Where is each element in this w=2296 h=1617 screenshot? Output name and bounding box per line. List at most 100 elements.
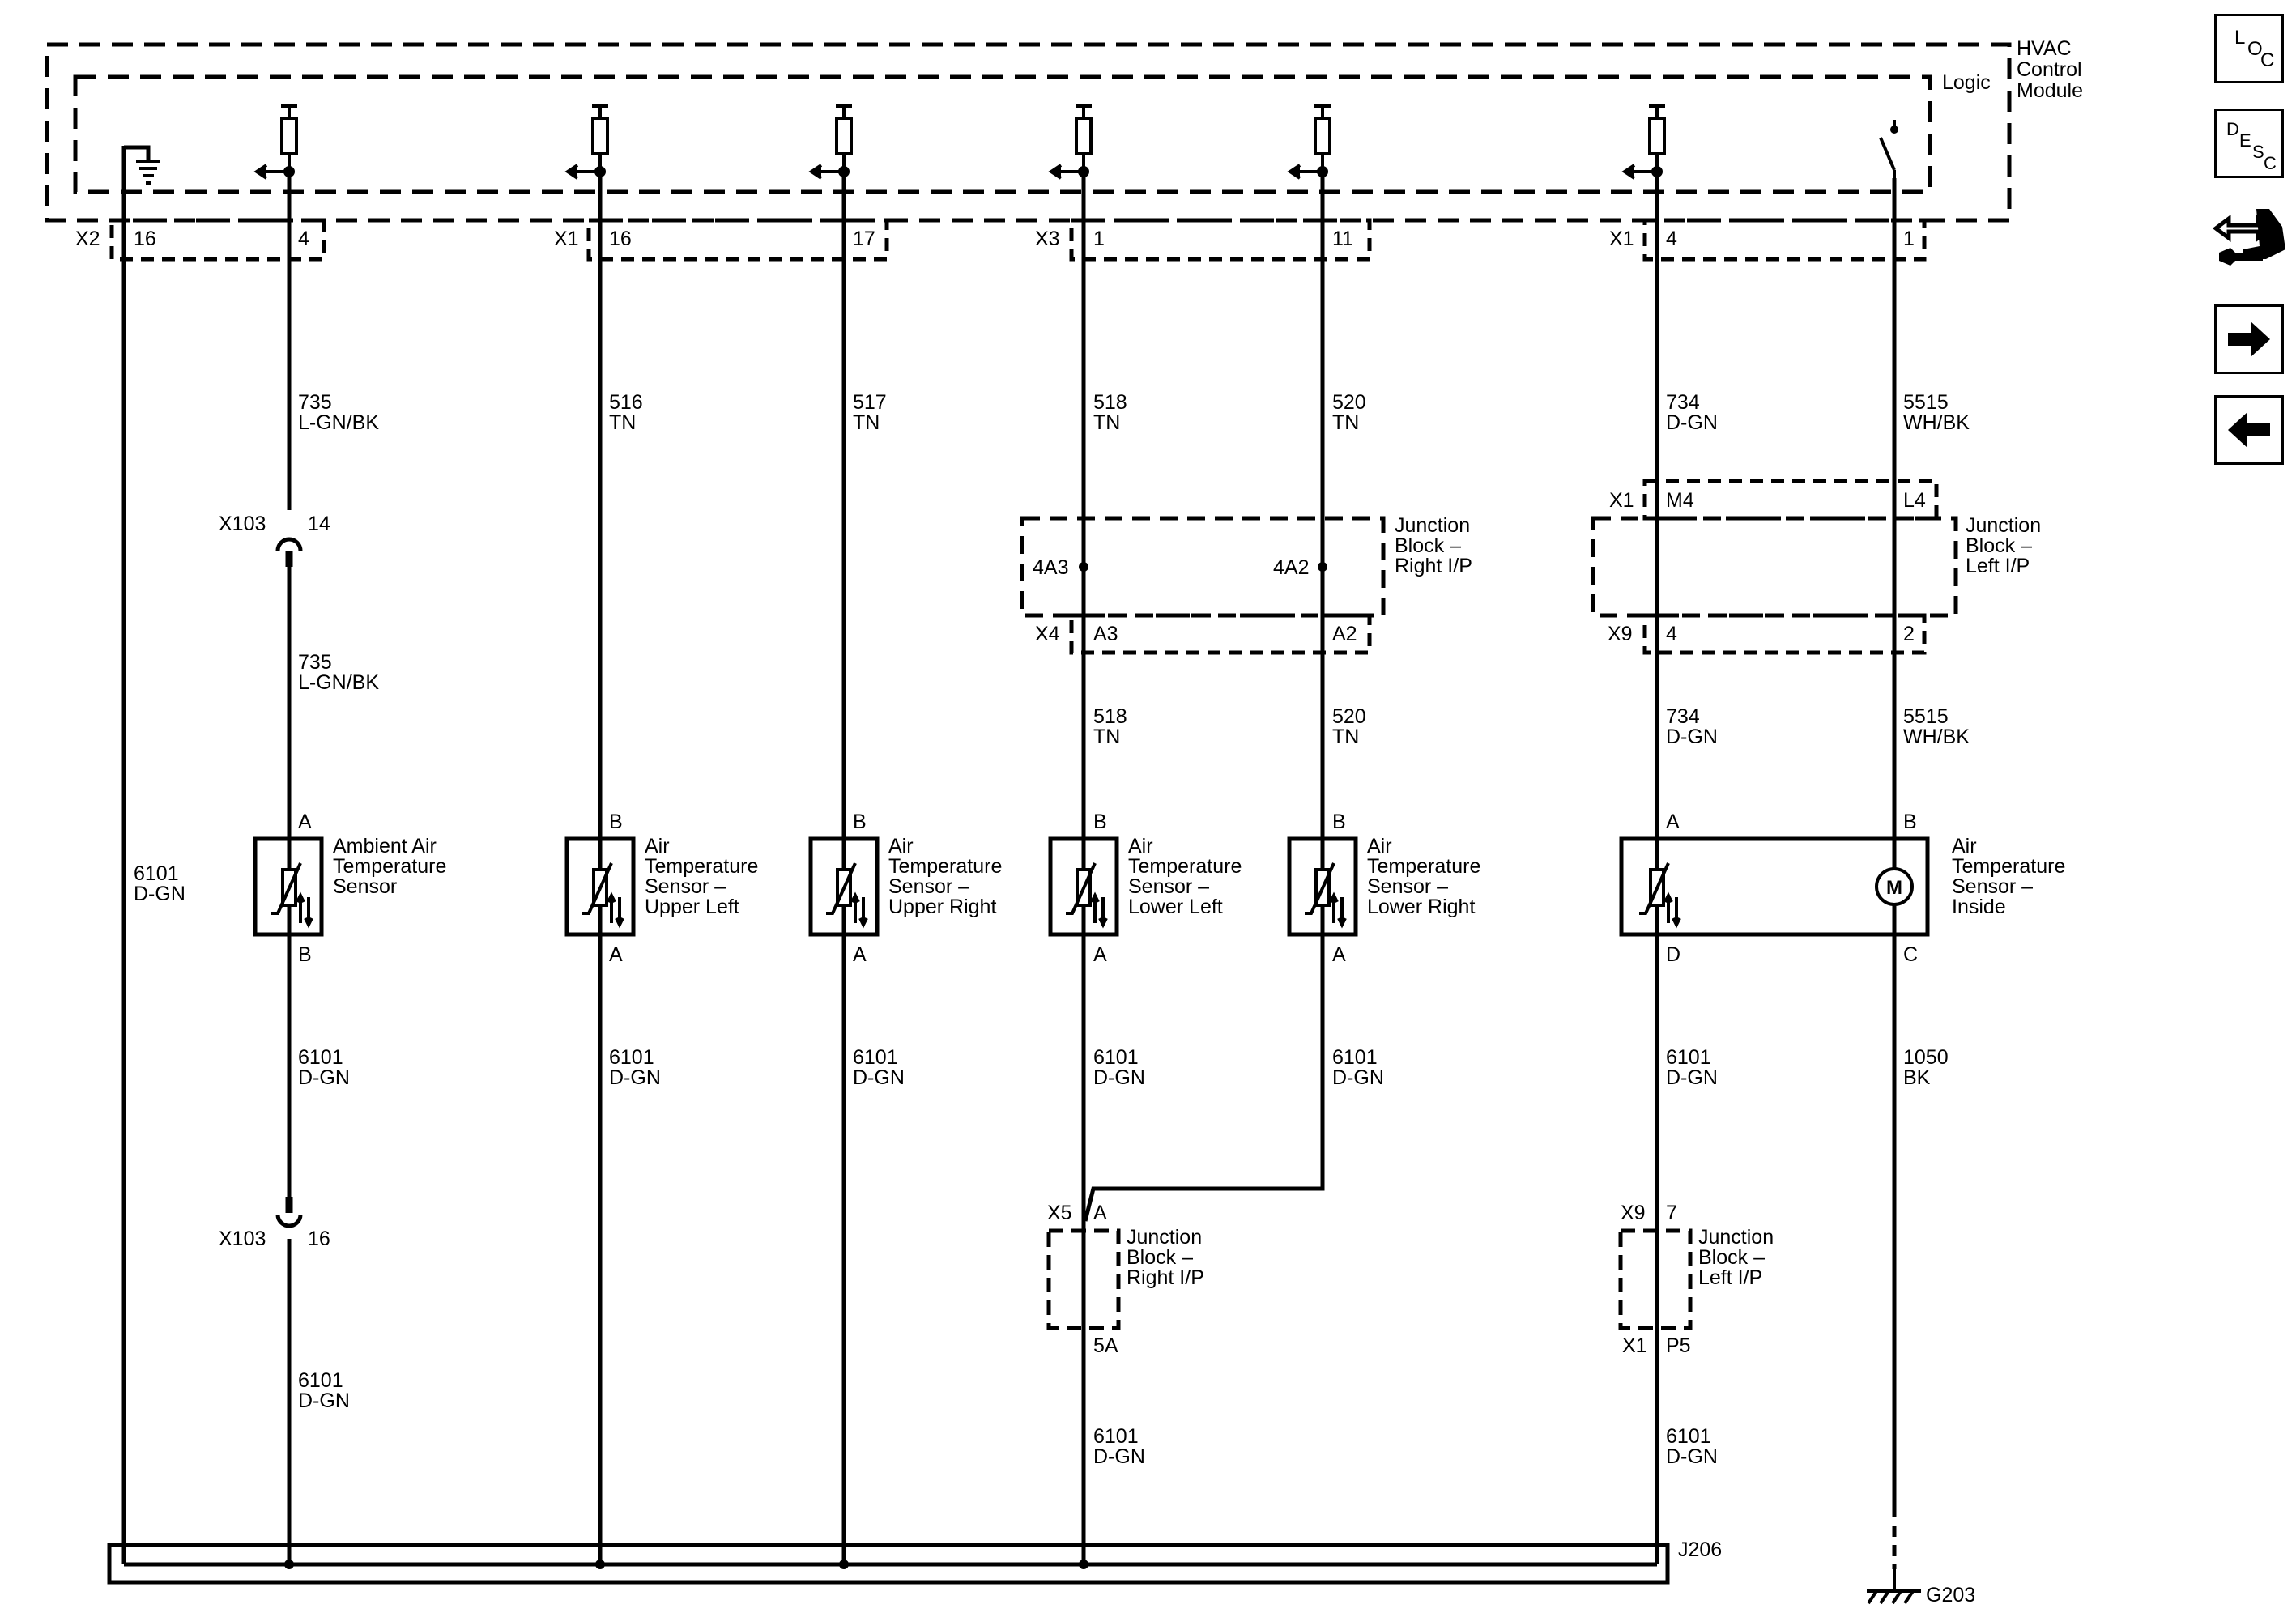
logic-label: Logic [1942,71,1991,94]
wire-label-color: D-GN [134,883,185,905]
desc-button[interactable]: D E S C [2214,109,2284,178]
connector-tool-icon [2212,209,2285,266]
wire-label-circuit: 6101 [298,1369,343,1392]
desc-letter: S [2252,142,2264,162]
pullup-resistor-icon [1287,104,1331,180]
jb-pin: A3 [1093,623,1118,645]
jb-conn: X4 [1035,623,1060,645]
pin-17: 17 [853,228,875,250]
sensor-name: Sensor – [1952,875,2033,898]
sensor-name: Sensor – [1367,875,1448,898]
wire-label-circuit: 5515 [1903,705,1949,728]
wire-label-color: D-GN [1666,411,1718,434]
sensor-pin: A [1093,943,1107,966]
wire-label-color: D-GN [1093,1066,1145,1089]
pin-1b: 1 [1903,228,1915,250]
jb-pin: 4A3 [1033,556,1068,579]
wire-label-color: TN [1332,726,1359,748]
x103-bottom-name: X103 [219,1228,266,1250]
jb-left-top-box [1591,516,1958,618]
switch-icon [1879,120,1898,191]
wire-label-circuit: 518 [1093,391,1127,414]
previous-button[interactable] [2214,395,2284,465]
conn-x1a: X1 [554,228,579,250]
wire-label-circuit: 6101 [134,862,179,885]
pin-16a: 16 [134,228,156,250]
connector-x1b-box [1642,218,1927,262]
sensor-pin: A [1332,943,1346,966]
wire-label-color: TN [1332,411,1359,434]
pin-16b: 16 [609,228,632,250]
wire-label-color: L-GN/BK [298,671,379,694]
conn-x3: X3 [1035,228,1060,250]
wire-label-color: D-GN [298,1066,350,1089]
jb-name: Junction [1395,514,1470,537]
desc-letter: C [2264,153,2277,173]
wire-label-color: TN [609,411,636,434]
wire-label-circuit: 6101 [1666,1046,1711,1069]
sensor-name: Sensor – [888,875,969,898]
previous-arrow-icon [2228,412,2270,448]
jb-pin: M4 [1666,489,1694,512]
connector-x2-box [109,218,326,262]
next-button[interactable] [2214,304,2284,374]
next-arrow-icon [2228,321,2270,357]
sensor-name: Air [1367,835,1392,857]
thermistor-icon [1639,862,1681,929]
wire-label-color: D-GN [1332,1066,1384,1089]
sensor-name: Temperature [888,855,1002,878]
jb-left-bottom-box [1618,1228,1693,1330]
jb-left-top-labels: X1 M4 L4 Junction Block – Left I/P X9 4 … [1608,489,2041,645]
sensor-name: Inside [1952,896,2006,918]
wire-label-circuit: 6101 [1332,1046,1378,1069]
wire-label-circuit: 734 [1666,705,1700,728]
jb-name: Block – [1395,534,1461,557]
lower-wire-labels: 6101 D-GN 6101 D-GN 6101 D-GN 6101 D-GN … [298,1046,1949,1412]
splice-j206 [107,1543,1670,1585]
wire-label-circuit: 518 [1093,705,1127,728]
conn-x2: X2 [75,228,100,250]
wire-label-circuit: 520 [1332,705,1366,728]
connector-x1a-box [586,218,889,262]
sensor-name: Upper Right [888,896,996,918]
jb-conn: X9 [1621,1202,1646,1224]
wire-label-color: D-GN [853,1066,905,1089]
thermistor-icon [582,862,624,929]
jb-name: Right I/P [1395,555,1472,577]
motor-label: M [1886,877,1902,899]
desc-letter: D [2226,119,2239,139]
sensor-name: Temperature [1128,855,1242,878]
pin-4b: 4 [1666,228,1677,250]
wire-label-color: WH/BK [1903,726,1970,748]
jb-pin: A [1093,1202,1107,1224]
wire-label-color: D-GN [298,1389,350,1412]
sensor-name: Temperature [645,855,758,878]
sensor-name: Temperature [1367,855,1480,878]
wire-label-circuit: 6101 [298,1046,343,1069]
wire-label-color: BK [1903,1066,1931,1089]
loc-button[interactable]: L O C [2214,14,2284,83]
jb-pin: A2 [1332,623,1357,645]
sensor-labels: A B Ambient Air Temperature Sensor B A A… [298,811,2065,966]
jb-name: Junction [1698,1226,1774,1249]
top-connector-labels: X2 16 4 X1 16 17 X3 1 11 X1 4 1 [75,228,1915,250]
jb-right-top-box [1020,516,1386,618]
sensor-name: Upper Left [645,896,739,918]
jb-right-bottom-box [1046,1228,1121,1330]
x103-bottom-connector [275,1214,303,1228]
sensor-pin: B [609,811,623,833]
sensor-name: Ambient Air [333,835,437,857]
jb-right-top-labels: Junction Block – Right I/P 4A3 4A2 X4 A3… [1033,514,1472,645]
x103-top-pin-label: 14 [308,513,330,535]
connector-tool-button[interactable] [2211,202,2287,277]
jb-name: Junction [1966,514,2041,537]
jb-name: Block – [1127,1246,1193,1269]
wiring-diagram: M HVAC Control Module Logic X2 16 [45,37,2083,1606]
sensor-name: Lower Right [1367,896,1475,918]
wire-label-circuit: 517 [853,391,887,414]
sensor-name: Air [1128,835,1153,857]
x103-top-name: X103 [219,513,266,535]
sensor-name: Lower Left [1128,896,1223,918]
wire-label-circuit: 1050 [1903,1046,1949,1069]
sensor-name: Air [1952,835,1977,857]
